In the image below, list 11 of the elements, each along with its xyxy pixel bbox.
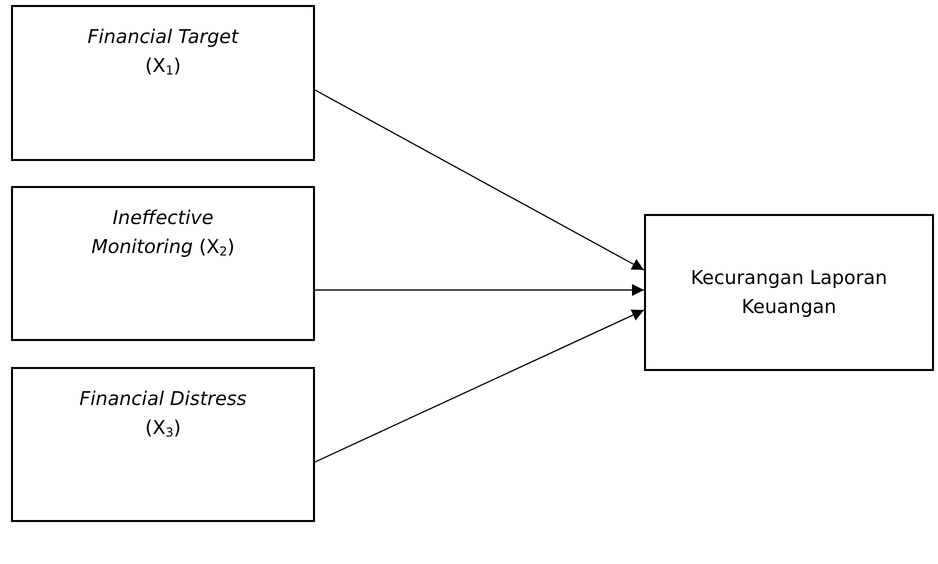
variable-box — [11, 367, 315, 522]
variable-label: Financial Distress (X$_{3}$) — [78, 387, 248, 441]
arrow — [315, 284, 644, 296]
variable-label: Ineffective Monitoring (X$_{2}$) — [90, 206, 236, 260]
variable-label: Financial Target (X$_{1}$) — [86, 25, 240, 79]
arrow — [314, 309, 644, 463]
arrow — [314, 89, 644, 271]
variable-box — [644, 214, 934, 371]
variable-box — [11, 186, 315, 341]
variable-box — [11, 5, 315, 161]
variable-label: Kecurangan Laporan Keuangan — [690, 266, 888, 320]
